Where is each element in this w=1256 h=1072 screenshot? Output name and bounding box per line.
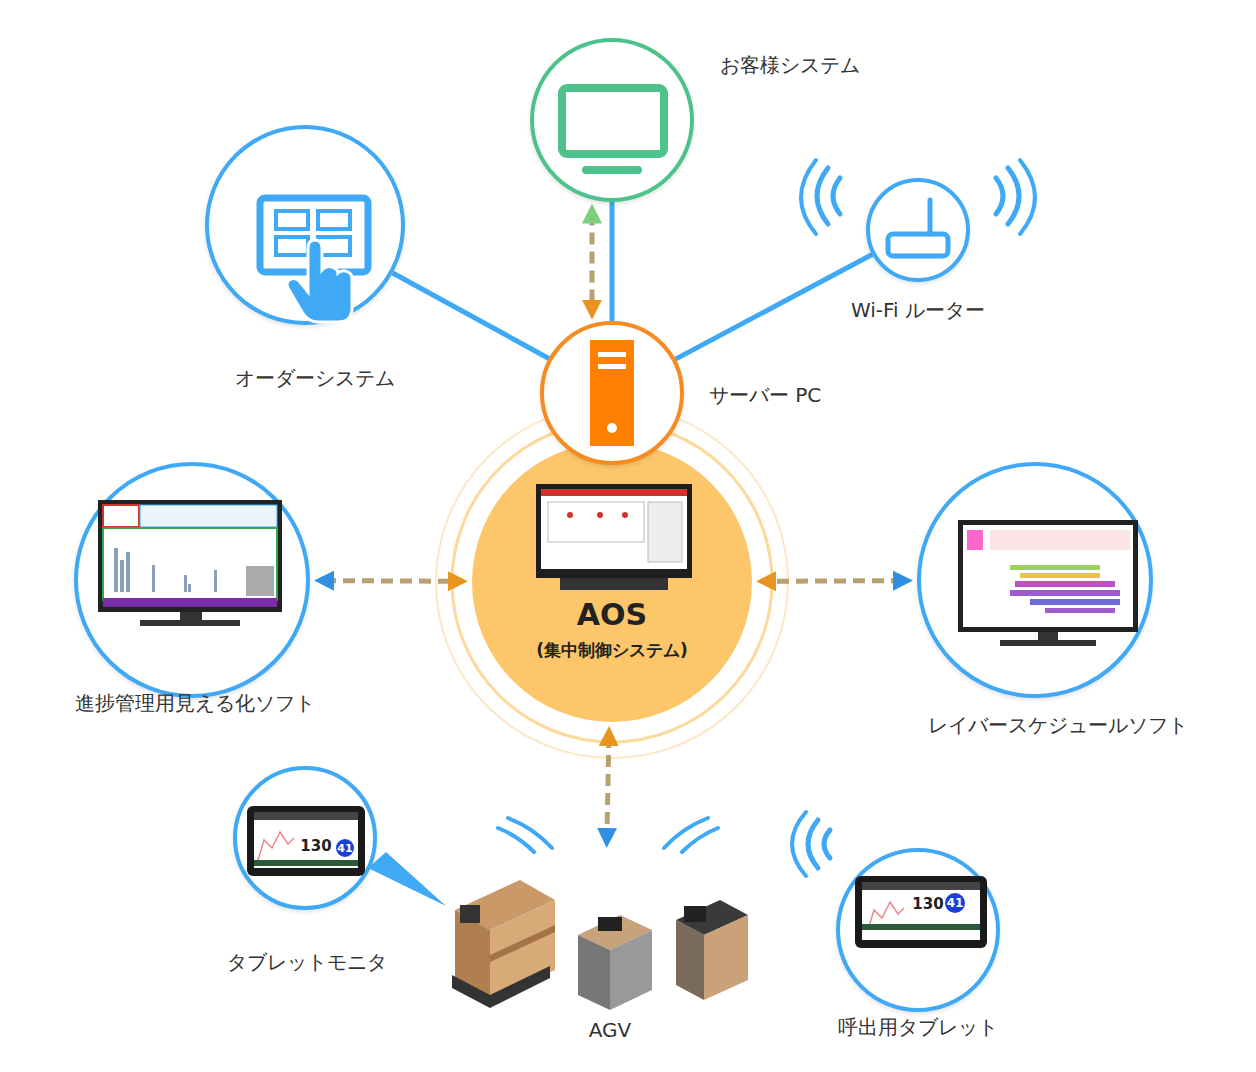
data-flow-arrow xyxy=(324,578,458,584)
node-label: 呼出用タブレット xyxy=(838,1014,998,1041)
callout-pointer xyxy=(368,852,446,906)
node-label: サーバー PC xyxy=(709,382,821,409)
network-line xyxy=(610,202,615,321)
software-circle: レイバースケジュールソフト xyxy=(917,462,1153,698)
server-circle: サーバー PC xyxy=(540,321,684,465)
system-circle: お客様システム xyxy=(530,38,694,202)
system-circle: Wi-Fi ルーター xyxy=(866,178,970,282)
inner-ring xyxy=(452,422,772,742)
agv-group: AGV xyxy=(445,852,765,1012)
node-label: AGV xyxy=(589,1018,632,1042)
node-label: 進捗管理用見える化ソフト xyxy=(75,690,315,717)
software-circle: 進捗管理用見える化ソフト xyxy=(74,462,310,698)
data-flow-arrow xyxy=(590,214,595,310)
data-flow-arrow xyxy=(766,578,903,584)
central-circle: AOS (集中制御システム) xyxy=(472,442,752,722)
agv-illustration xyxy=(452,818,748,1010)
network-line xyxy=(676,254,873,359)
system-circle: オーダーシステム xyxy=(205,125,405,325)
node-label: AOS xyxy=(577,597,647,632)
touch-panel-icon xyxy=(260,198,368,322)
router-icon xyxy=(801,160,1035,256)
node-label: オーダーシステム xyxy=(235,365,395,392)
tablet-icon xyxy=(792,812,987,948)
server-tower-icon xyxy=(590,340,634,446)
node-label: お客様システム xyxy=(720,52,860,79)
schedule-monitor-icon xyxy=(958,520,1138,646)
progress-monitor-icon xyxy=(98,500,282,626)
network-line xyxy=(393,273,549,358)
node-label: Wi-Fi ルーター xyxy=(851,297,985,324)
screen-number: 130 xyxy=(300,837,331,855)
screen-number: 41 xyxy=(337,842,352,855)
screen-number: 41 xyxy=(947,896,964,910)
monitor-icon xyxy=(562,88,664,170)
screen-number: 130 xyxy=(912,895,943,913)
tablet-icon xyxy=(247,806,365,876)
data-flow-arrow xyxy=(607,736,609,838)
tablet-circle: 呼出用タブレット xyxy=(836,848,1000,1012)
node-subtitle: (集中制御システム) xyxy=(536,639,688,662)
node-label: タブレットモニタ xyxy=(227,949,387,976)
aos-terminal-icon xyxy=(536,484,692,590)
node-label: レイバースケジュールソフト xyxy=(928,712,1188,739)
